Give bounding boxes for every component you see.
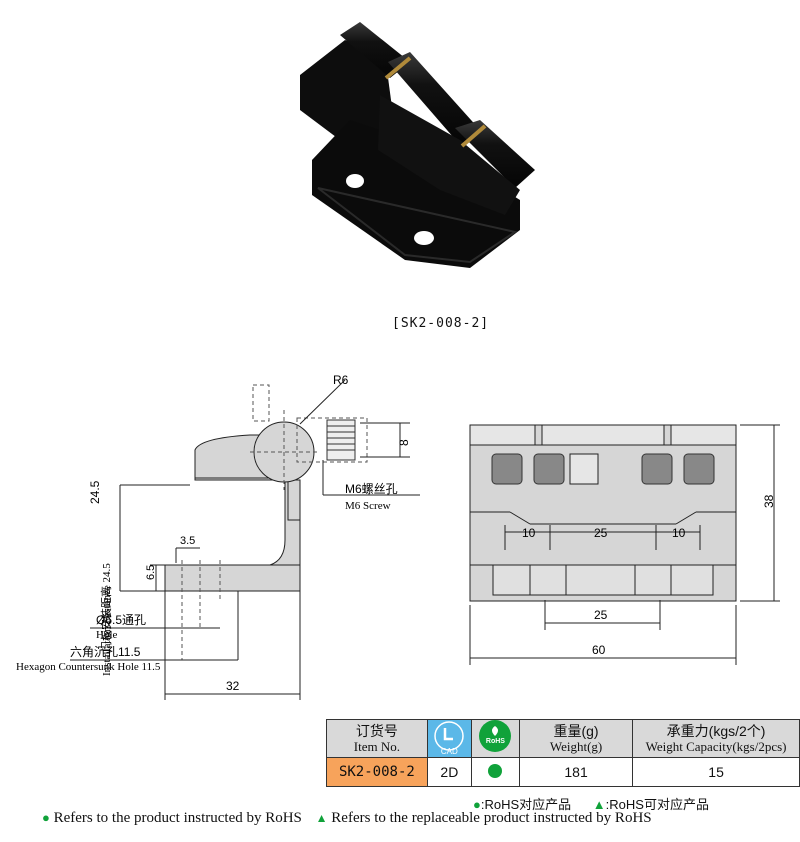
radius-label: R6 bbox=[333, 373, 349, 387]
rohs-dot-icon: ● bbox=[473, 797, 481, 812]
rohs-triangle-icon: ▲ bbox=[315, 811, 328, 825]
header-item-no: 订货号 Item No. bbox=[326, 719, 428, 758]
spec-table-header: 订货号 Item No. CAD RoHS 重量(g) Weight(g) 承重… bbox=[326, 719, 800, 758]
side-view-drawing: R6 8 M6螺丝孔 M6 Screw 24.5 门板安装距离 Installa… bbox=[16, 373, 420, 700]
product-code-label: [SK2-008-2] bbox=[392, 316, 490, 331]
hole-label-en: Hole bbox=[96, 629, 118, 641]
cad-icon: CAD bbox=[426, 719, 472, 758]
rohs-triangle-icon: ▲ bbox=[592, 797, 606, 812]
capacity-cell: 15 bbox=[632, 757, 800, 787]
front-view-drawing: 10 25 10 38 25 60 bbox=[469, 424, 780, 665]
dim-3-5: 3.5 bbox=[180, 535, 195, 547]
front-height-label: 38 bbox=[762, 494, 776, 508]
screw-label-en: M6 Screw bbox=[345, 500, 391, 512]
spec-table: 订货号 Item No. CAD RoHS 重量(g) Weight(g) 承重… bbox=[326, 719, 800, 787]
table-row: SK2-008-2 2D 181 15 bbox=[326, 757, 800, 787]
legend-cn: ●:RoHS对应产品 ▲:RoHS可对应产品 bbox=[473, 797, 709, 812]
front-dim-25-bottom: 25 bbox=[594, 608, 608, 622]
hex-label-en: Hexagon Countersunk Hole 11.5 bbox=[16, 661, 161, 673]
item-no-cell: SK2-008-2 bbox=[326, 757, 428, 787]
screw-height-label: 8 bbox=[397, 439, 411, 446]
rohs-dot-icon: ● bbox=[42, 810, 50, 825]
install-distance-en: Installation Distance 24.5 bbox=[101, 563, 113, 676]
rohs-cell bbox=[470, 757, 520, 787]
side-width-label: 32 bbox=[226, 679, 240, 693]
header-capacity: 承重力(kgs/2个) Weight Capacity(kgs/2pcs) bbox=[632, 719, 800, 758]
front-dim-10-left: 10 bbox=[522, 526, 536, 540]
weight-cell: 181 bbox=[518, 757, 634, 787]
install-distance-value: 24.5 bbox=[88, 480, 102, 504]
dim-6-5: 6.5 bbox=[145, 565, 157, 580]
hex-label-cn: 六角沉孔11.5 bbox=[70, 645, 141, 659]
rohs-icon: RoHS bbox=[470, 719, 520, 758]
install-distance-cn: 门板安装距离 bbox=[99, 586, 113, 652]
cad-cell: 2D bbox=[426, 757, 472, 787]
legend-en: ● Refers to the product instructed by Ro… bbox=[42, 810, 652, 826]
product-photo bbox=[300, 22, 535, 268]
hole-label-cn: Ø6.5通孔 bbox=[96, 613, 146, 627]
front-width-label: 60 bbox=[592, 643, 606, 657]
screw-label-cn: M6螺丝孔 bbox=[345, 482, 398, 496]
header-weight: 重量(g) Weight(g) bbox=[518, 719, 634, 758]
front-dim-10-right: 10 bbox=[672, 526, 686, 540]
front-dim-25-top: 25 bbox=[594, 526, 608, 540]
rohs-dot-icon bbox=[488, 763, 503, 778]
